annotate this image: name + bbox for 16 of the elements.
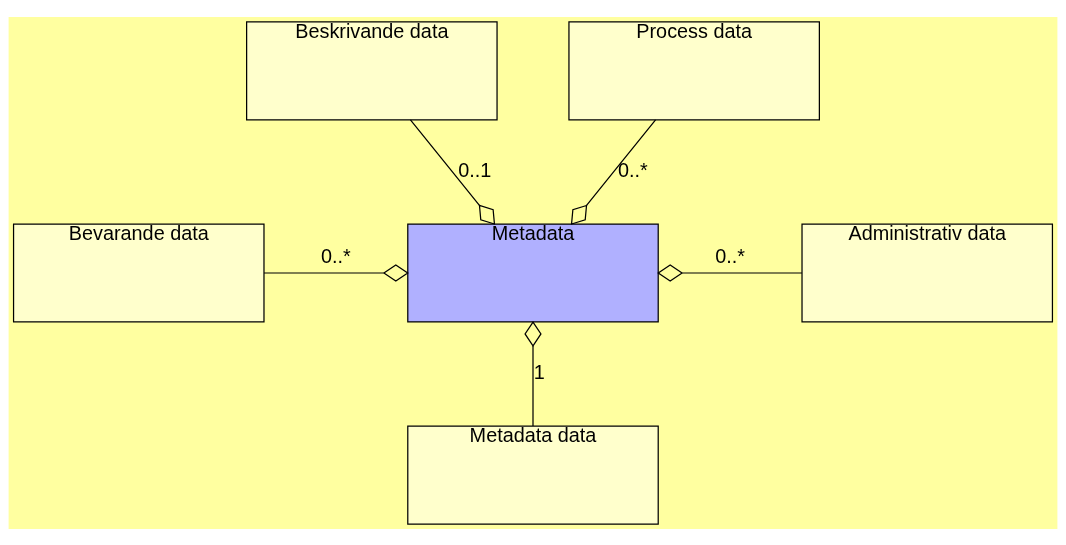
node-box: Bevarande data: [12, 222, 265, 323]
node-box: Metadata: [407, 222, 659, 323]
connector: [657, 263, 803, 282]
node-box: Metadata data: [407, 425, 659, 525]
edge-label: 0..*: [321, 244, 351, 267]
connector: [570, 118, 657, 225]
node-box: Administrativ data: [801, 222, 1054, 323]
node-box: Beskrivande data: [246, 20, 498, 121]
node-box: Process data: [568, 20, 820, 121]
edge-label: 0..1: [458, 158, 492, 181]
edge-label: 1: [533, 360, 545, 383]
connector: [409, 118, 496, 225]
edge-label: 0..*: [617, 158, 648, 181]
edge-label: 0..*: [715, 244, 745, 267]
connector: [524, 320, 542, 427]
connector: [263, 263, 409, 282]
